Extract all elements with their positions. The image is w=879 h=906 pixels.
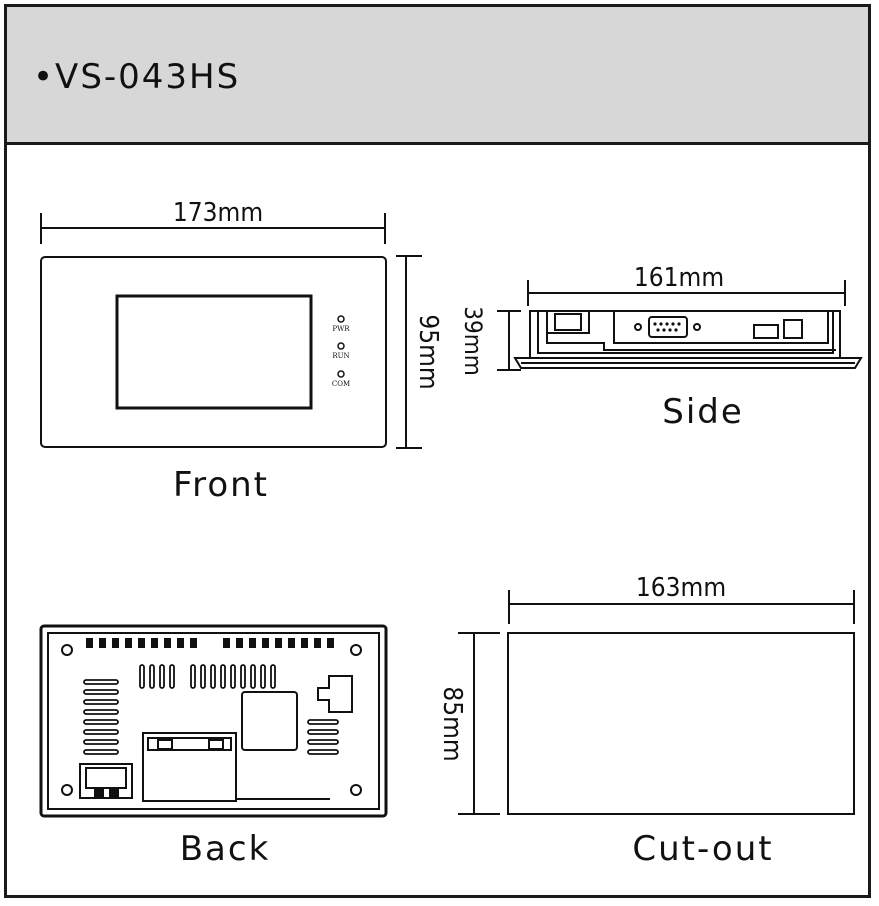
- side-view: 161mm 39mm: [459, 263, 863, 432]
- back-center-block: [241, 691, 298, 751]
- mounting-hole-icons: [61, 644, 362, 796]
- db9-connector-icon: [653, 322, 681, 332]
- back-power-terminal: [79, 763, 133, 799]
- side-body: [513, 310, 863, 369]
- front-width-dimension-line: [40, 213, 386, 244]
- cutout-caption: Cut-out: [632, 829, 773, 869]
- side-depth-label: 39mm: [459, 306, 487, 376]
- side-caption: Side: [662, 392, 744, 432]
- back-caption: Back: [180, 829, 271, 869]
- cutout-height-dimension-line: [458, 632, 500, 815]
- com-led-icon: [337, 370, 345, 378]
- back-panel-body: [39, 624, 388, 818]
- front-height-label: 95mm: [413, 314, 443, 389]
- terminal-teeth: [86, 638, 334, 648]
- side-width-dimension-line: [527, 280, 846, 306]
- back-panel-inner: [47, 632, 380, 810]
- side-width-label: 161mm: [634, 263, 724, 293]
- pwr-led-icon: [337, 315, 345, 323]
- header-bar: •VS-043HS: [7, 7, 868, 145]
- cutout-rectangle: [507, 632, 855, 815]
- back-tab-icon: [317, 675, 353, 713]
- front-view: 173mm 95mm PWR RUN COM Front: [40, 198, 443, 505]
- front-caption: Front: [173, 465, 269, 505]
- front-screen: [115, 294, 313, 410]
- run-led-label: RUN: [332, 352, 349, 360]
- cutout-width-label: 163mm: [636, 573, 726, 603]
- back-view: Back: [39, 624, 388, 869]
- model-title: •VS-043HS: [33, 57, 241, 97]
- cutout-view: 163mm 85mm Cut-out: [437, 573, 855, 869]
- com-led-label: COM: [332, 380, 350, 388]
- side-depth-dimension-line: [497, 310, 521, 371]
- vertical-vent-slots: [139, 664, 276, 689]
- back-comm-port: [142, 732, 237, 802]
- run-led-icon: [337, 342, 345, 350]
- front-width-label: 173mm: [173, 198, 263, 228]
- front-height-dimension-line: [396, 255, 422, 449]
- cutout-width-dimension-line: [508, 590, 855, 624]
- cutout-height-label: 85mm: [437, 686, 467, 761]
- left-horizontal-vents: [83, 679, 119, 755]
- pwr-led-label: PWR: [332, 325, 350, 333]
- right-horizontal-vents: [307, 719, 339, 755]
